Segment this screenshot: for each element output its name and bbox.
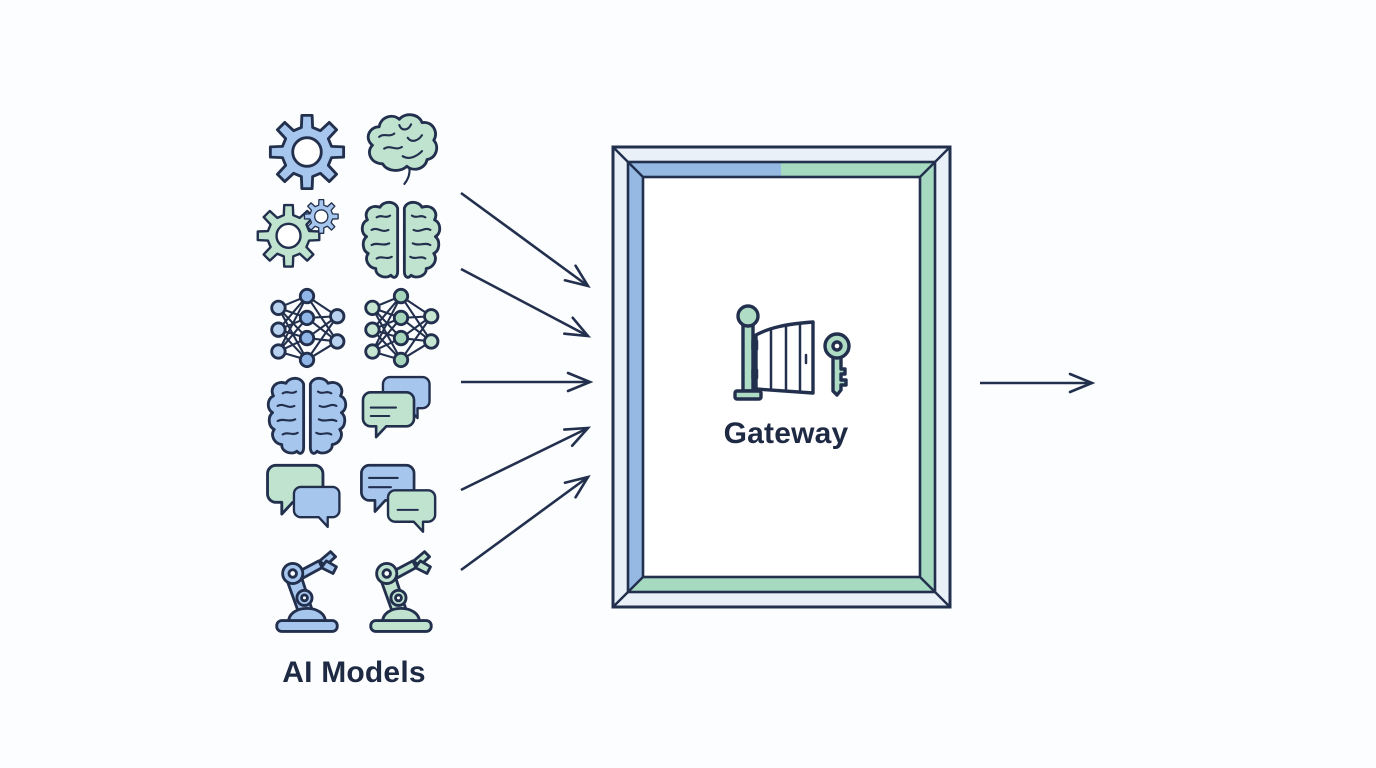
gateway-label: Gateway	[723, 417, 849, 450]
gateway-frame	[611, 145, 952, 609]
input-arrow	[460, 474, 591, 572]
brain-top-icon	[265, 374, 349, 458]
gate-icon	[733, 304, 851, 401]
neural-network-icon	[359, 286, 443, 370]
ai-models-label: AI Models	[282, 656, 426, 689]
chat-bubbles-icon	[359, 462, 443, 546]
chat-bubbles-icon	[359, 374, 443, 458]
brain-side-icon	[359, 110, 443, 194]
key-icon	[823, 332, 851, 397]
brain-top-icon	[359, 198, 443, 282]
robot-arm-icon	[359, 550, 443, 634]
ai-models-icon-grid	[256, 110, 443, 634]
input-arrow	[460, 426, 592, 492]
input-arrow	[460, 191, 591, 289]
neural-network-icon	[265, 286, 349, 370]
input-arrows	[460, 191, 594, 572]
double-gears-icon	[256, 198, 349, 282]
robot-arm-icon	[265, 550, 349, 634]
chat-bubbles-icon	[265, 462, 349, 546]
input-arrow	[460, 267, 592, 338]
gear-icon	[265, 110, 349, 194]
